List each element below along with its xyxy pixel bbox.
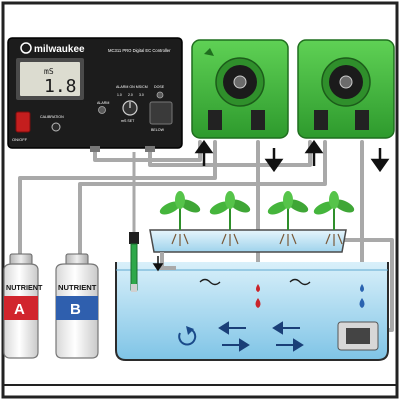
red-drop-icon	[255, 298, 261, 308]
bottle-a-label: NUTRIENT	[6, 283, 43, 292]
brand-logo-icon	[20, 42, 32, 54]
calibration-knob[interactable]	[51, 122, 61, 132]
circulation-arrowhead	[186, 326, 194, 335]
circulation-pump-grill	[346, 328, 370, 344]
blue-drop-icon	[359, 298, 365, 308]
bottle-b-letter: B	[70, 301, 81, 318]
arrow-up-icon	[304, 139, 324, 166]
pump-a-outlet-fitting	[251, 110, 265, 130]
connector-2	[145, 146, 155, 152]
ripple-icon	[289, 278, 311, 286]
dose-button[interactable]	[149, 101, 173, 125]
blue-drop-icon	[360, 284, 364, 292]
dose-led	[156, 91, 164, 99]
alarm-scale-3: 3.0	[139, 93, 144, 97]
arrow-left-icon	[218, 321, 229, 335]
pump-b-hub	[339, 75, 353, 89]
lcd-screen	[20, 62, 80, 96]
ec-probe	[129, 152, 139, 292]
nutrient-bottle-a: NUTRIENT A	[3, 253, 43, 359]
below-label: BELOW	[151, 128, 165, 132]
brand-name: milwaukee	[34, 44, 85, 55]
nutrient-bottle-b: NUTRIENT B	[55, 253, 99, 359]
pump-a-screw	[204, 48, 214, 56]
power-switch-label: ON/OFF	[12, 137, 28, 142]
circulation-icon	[178, 328, 197, 346]
arrow-down-icon	[370, 148, 390, 173]
bottle-a-band	[4, 296, 38, 320]
reservoir-tank	[115, 262, 389, 361]
nutrient-drops	[255, 284, 365, 308]
pump-b-inlet-fitting	[314, 110, 328, 130]
dosing-pump-a	[191, 39, 289, 139]
bottle-b-label: NUTRIENT	[58, 283, 97, 292]
dosing-pump-b	[297, 39, 395, 139]
ripple-icon	[199, 278, 221, 286]
alarm-scale-2: 2.0	[128, 93, 133, 97]
bottle-b-band	[56, 296, 98, 320]
red-drop-icon	[256, 284, 260, 292]
dose-label: DOSE	[154, 85, 165, 89]
ec-controller: milwaukee MC311 PRO Digital EC Controlle…	[7, 37, 183, 152]
ec-set-label: mS SET	[121, 119, 135, 123]
model-name: MC311 PRO Digital EC Controller	[108, 48, 171, 53]
arrow-right-icon	[293, 338, 304, 352]
plants	[159, 191, 355, 246]
plant-3	[267, 191, 309, 246]
pump-b-outlet-fitting	[355, 110, 369, 130]
flow-arrows	[194, 139, 390, 173]
arrow-down-icon	[152, 256, 164, 272]
probe-tip	[131, 284, 137, 292]
alarm-on-label: ALARM ON MS/CM	[116, 85, 148, 89]
bottle-a-letter: A	[14, 301, 25, 318]
probe-head	[129, 232, 139, 244]
tray-body	[149, 229, 347, 253]
alarm-label: ALARM	[97, 101, 109, 105]
arrow-down-icon	[264, 148, 284, 173]
pump-a-hub	[233, 75, 247, 89]
lcd-unit: mS	[44, 67, 54, 76]
calibration-label: CALIBRATION	[40, 115, 64, 119]
alarm-scale-1: 1.0	[117, 93, 122, 97]
pump-a-inlet-fitting	[208, 110, 222, 130]
grow-tray	[149, 229, 347, 272]
plant-1	[159, 191, 201, 246]
power-switch[interactable]	[15, 111, 31, 133]
arrow-right-icon	[239, 338, 250, 352]
probe-body	[130, 243, 138, 291]
reservoir	[115, 262, 389, 361]
alarm-led	[98, 106, 106, 114]
tray-drain	[160, 252, 176, 270]
connector-1	[90, 146, 100, 152]
plant-4	[313, 191, 355, 246]
arrow-up-icon	[194, 139, 214, 166]
lcd-value: 1.8	[44, 76, 77, 97]
plant-2	[209, 191, 251, 246]
arrow-left-icon	[272, 321, 283, 335]
flow-arrows-water	[218, 321, 304, 352]
